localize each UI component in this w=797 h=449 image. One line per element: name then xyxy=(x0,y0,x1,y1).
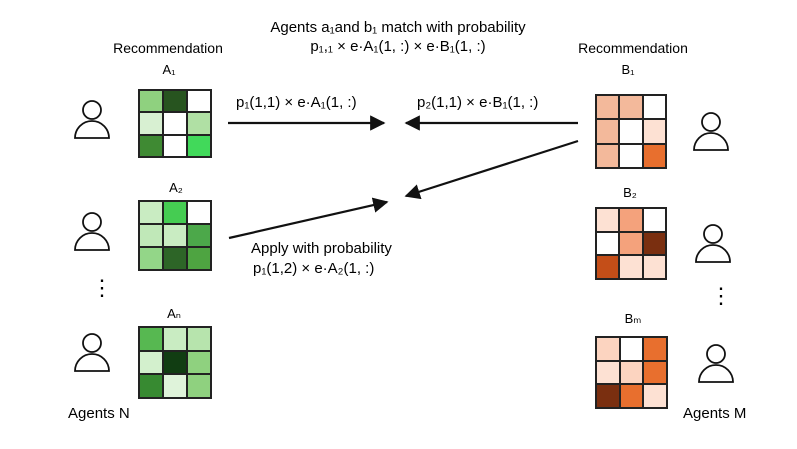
annotation-left-top: p₁(1,1) × e·A₁(1, :) xyxy=(236,94,357,111)
matrix-cell xyxy=(139,247,163,270)
matrix-a2 xyxy=(138,200,212,271)
right-footer: Agents M xyxy=(683,405,747,422)
matrix-label-a2: A₂ xyxy=(169,180,183,195)
title-line-1: Agents a₁and b₁ match with probability xyxy=(270,19,526,36)
matrix-cell xyxy=(139,201,163,224)
matrix-label-b1: B₁ xyxy=(621,62,635,77)
matrix-cell xyxy=(187,374,211,398)
matrix-cell xyxy=(596,119,620,144)
matrix-a1 xyxy=(138,89,212,158)
matrix-cell xyxy=(139,327,163,351)
matrix-cell xyxy=(619,143,643,168)
matrix-cell xyxy=(187,350,211,375)
annotation-apply-line1: Apply with probability xyxy=(251,240,392,257)
matrix-cell xyxy=(596,360,620,385)
matrix-cell xyxy=(643,337,667,361)
matrix-cell xyxy=(163,90,187,113)
matrix-bm xyxy=(595,336,668,409)
matrix-cell xyxy=(643,384,667,408)
right-heading: Recommendation xyxy=(578,40,688,56)
matrix-an xyxy=(138,326,212,399)
left-footer: Agents N xyxy=(68,405,130,422)
agent-person-icon xyxy=(695,224,731,263)
matrix-cell xyxy=(163,374,187,398)
matrix-cell xyxy=(187,224,211,247)
matrix-label-bm: Bₘ xyxy=(624,311,642,326)
title-line-2: p₁,₁ × e·A₁(1, :) × e·B₁(1, :) xyxy=(310,38,486,55)
matrix-cell xyxy=(187,134,211,157)
matrix-cell xyxy=(642,95,666,120)
matrix-cell xyxy=(139,350,163,375)
matrix-cell xyxy=(596,231,620,256)
matrix-cell xyxy=(187,201,211,224)
matrix-cell xyxy=(619,231,643,256)
matrix-cell xyxy=(642,119,666,144)
agent-person-icon xyxy=(693,112,729,151)
matrix-cell xyxy=(596,255,620,279)
matrix-cell xyxy=(619,384,644,408)
matrix-cell xyxy=(596,337,620,361)
matrix-cell xyxy=(163,134,187,157)
matrix-cell xyxy=(187,112,211,135)
matrix-label-b2: B₂ xyxy=(623,185,637,200)
matrix-label-an: Aₙ xyxy=(167,306,181,321)
matrix-b1 xyxy=(595,94,667,169)
matrix-cell xyxy=(642,143,666,168)
matrix-cell xyxy=(187,90,211,113)
matrix-cell xyxy=(643,360,667,385)
matrix-cell xyxy=(619,255,643,279)
left-heading: Recommendation xyxy=(113,40,223,56)
annotation-apply-line2: p₁(1,2) × e·A₂(1, :) xyxy=(253,260,375,277)
matrix-cell xyxy=(139,134,163,157)
agent-person-icon xyxy=(74,100,110,139)
agent-person-icon xyxy=(74,333,110,372)
matrix-cell xyxy=(163,112,187,135)
arrow-b1-to-apply xyxy=(404,139,579,200)
matrix-cell xyxy=(596,208,620,232)
matrix-cell xyxy=(163,350,187,375)
matrix-cell xyxy=(642,208,666,232)
matrix-b2 xyxy=(595,207,667,280)
matrix-cell xyxy=(619,337,644,361)
matrix-cell xyxy=(619,360,644,385)
matrix-cell xyxy=(139,90,163,113)
annotation-right-top: p₂(1,1) × e·B₁(1, :) xyxy=(417,94,539,111)
matrix-cell xyxy=(596,143,620,168)
agent-person-icon xyxy=(74,212,110,251)
matrix-label-a1: A₁ xyxy=(162,62,176,77)
matrix-cell xyxy=(187,247,211,270)
matrix-cell xyxy=(596,384,620,408)
matrix-cell xyxy=(139,224,163,247)
agent-person-icon xyxy=(698,344,734,383)
matrix-cell xyxy=(163,201,187,224)
matrix-cell xyxy=(163,224,187,247)
arrow-a2-to-apply xyxy=(228,197,389,240)
matrix-cell xyxy=(163,247,187,270)
matrix-cell xyxy=(642,231,666,256)
matrix-cell xyxy=(642,255,666,279)
matrix-cell xyxy=(163,327,187,351)
matrix-cell xyxy=(619,208,643,232)
matrix-cell xyxy=(619,119,643,144)
matrix-cell xyxy=(187,327,211,351)
matrix-cell xyxy=(139,374,163,398)
matrix-cell xyxy=(619,95,643,120)
matrix-cell xyxy=(139,112,163,135)
matrix-cell xyxy=(596,95,620,120)
